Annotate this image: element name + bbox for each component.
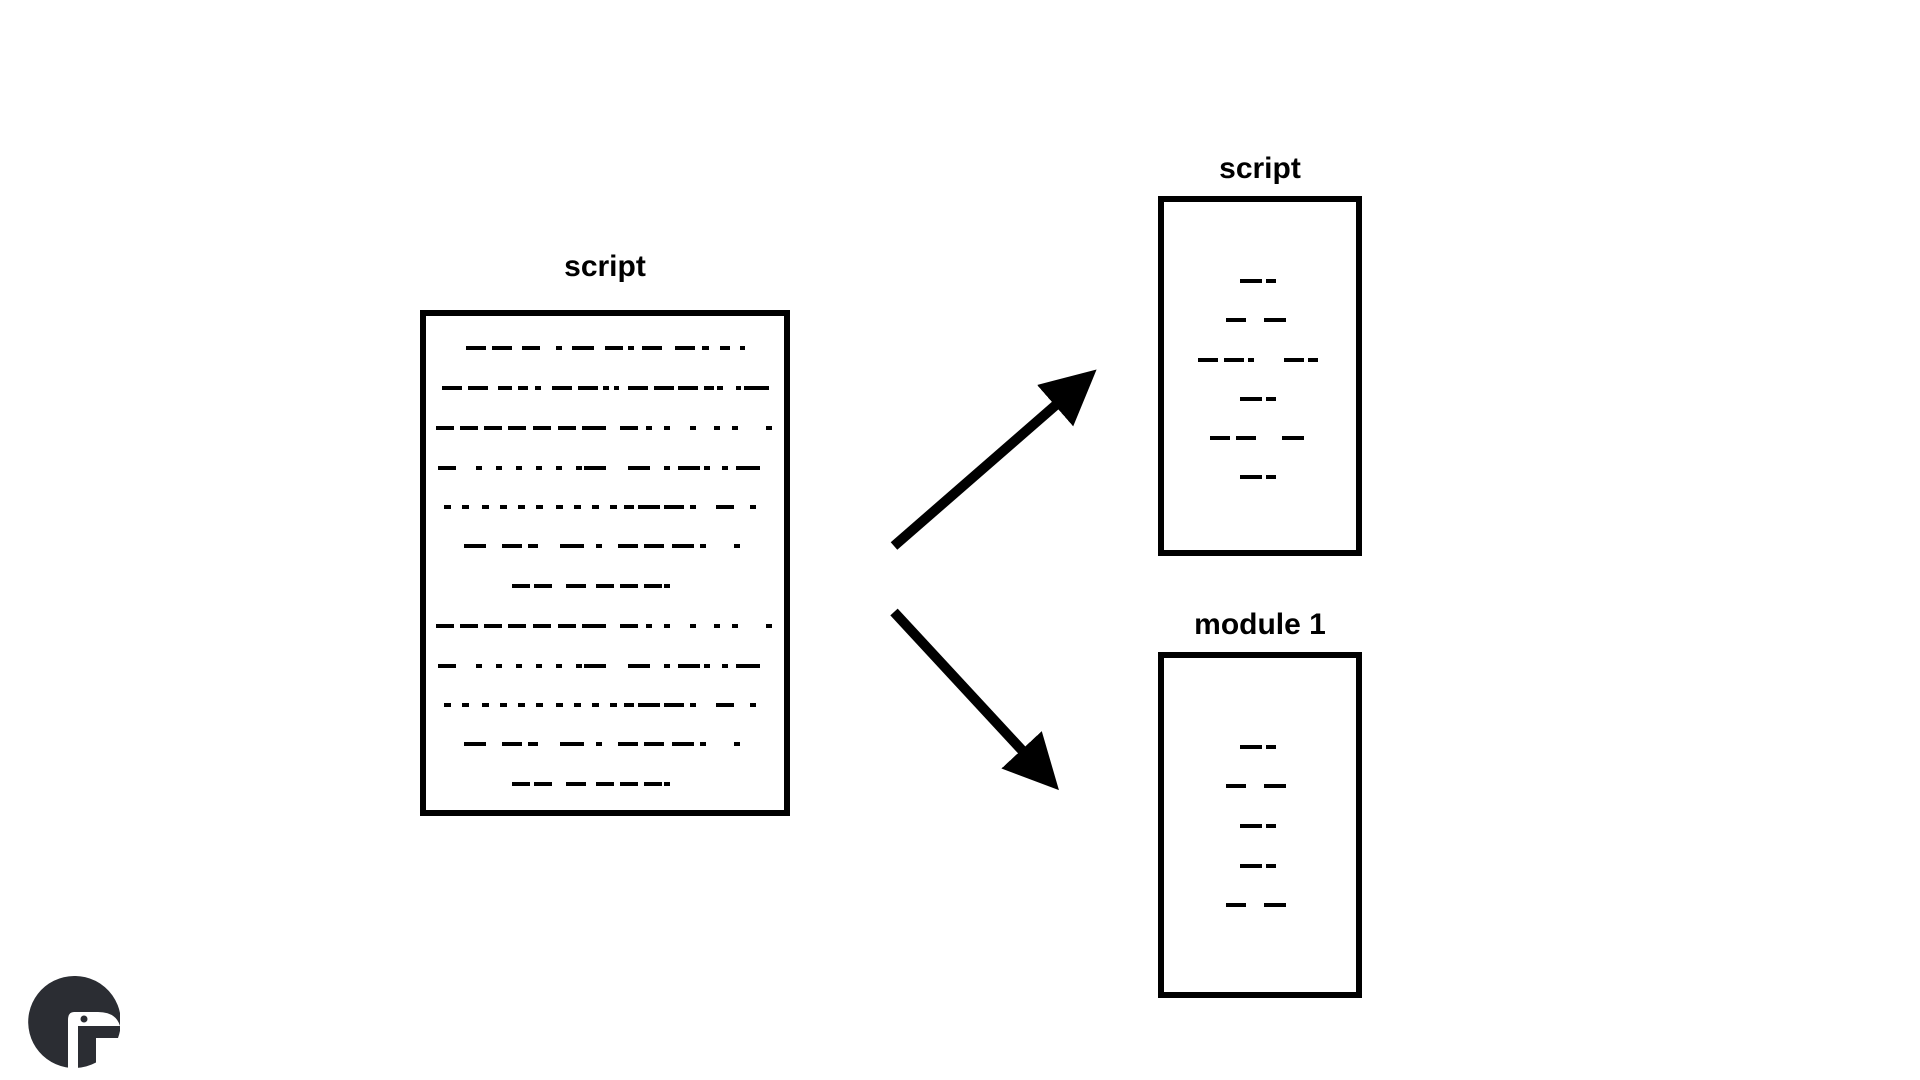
- arrow-down-right-icon: [890, 608, 1059, 791]
- top-right-box-title: script: [1219, 152, 1301, 185]
- bottom-right-code-lines: [1226, 745, 1286, 907]
- left-box-title: script: [564, 250, 646, 283]
- python-logo-icon: [28, 976, 120, 1068]
- left-box-code-lines: [436, 346, 772, 786]
- arrow-up-right-icon: [890, 369, 1097, 550]
- bottom-right-module-box: [1158, 652, 1362, 998]
- top-right-script-box: [1158, 196, 1362, 556]
- left-script-box: [420, 310, 790, 816]
- top-right-code-lines: [1198, 279, 1318, 479]
- bottom-right-box-title: module 1: [1194, 608, 1326, 641]
